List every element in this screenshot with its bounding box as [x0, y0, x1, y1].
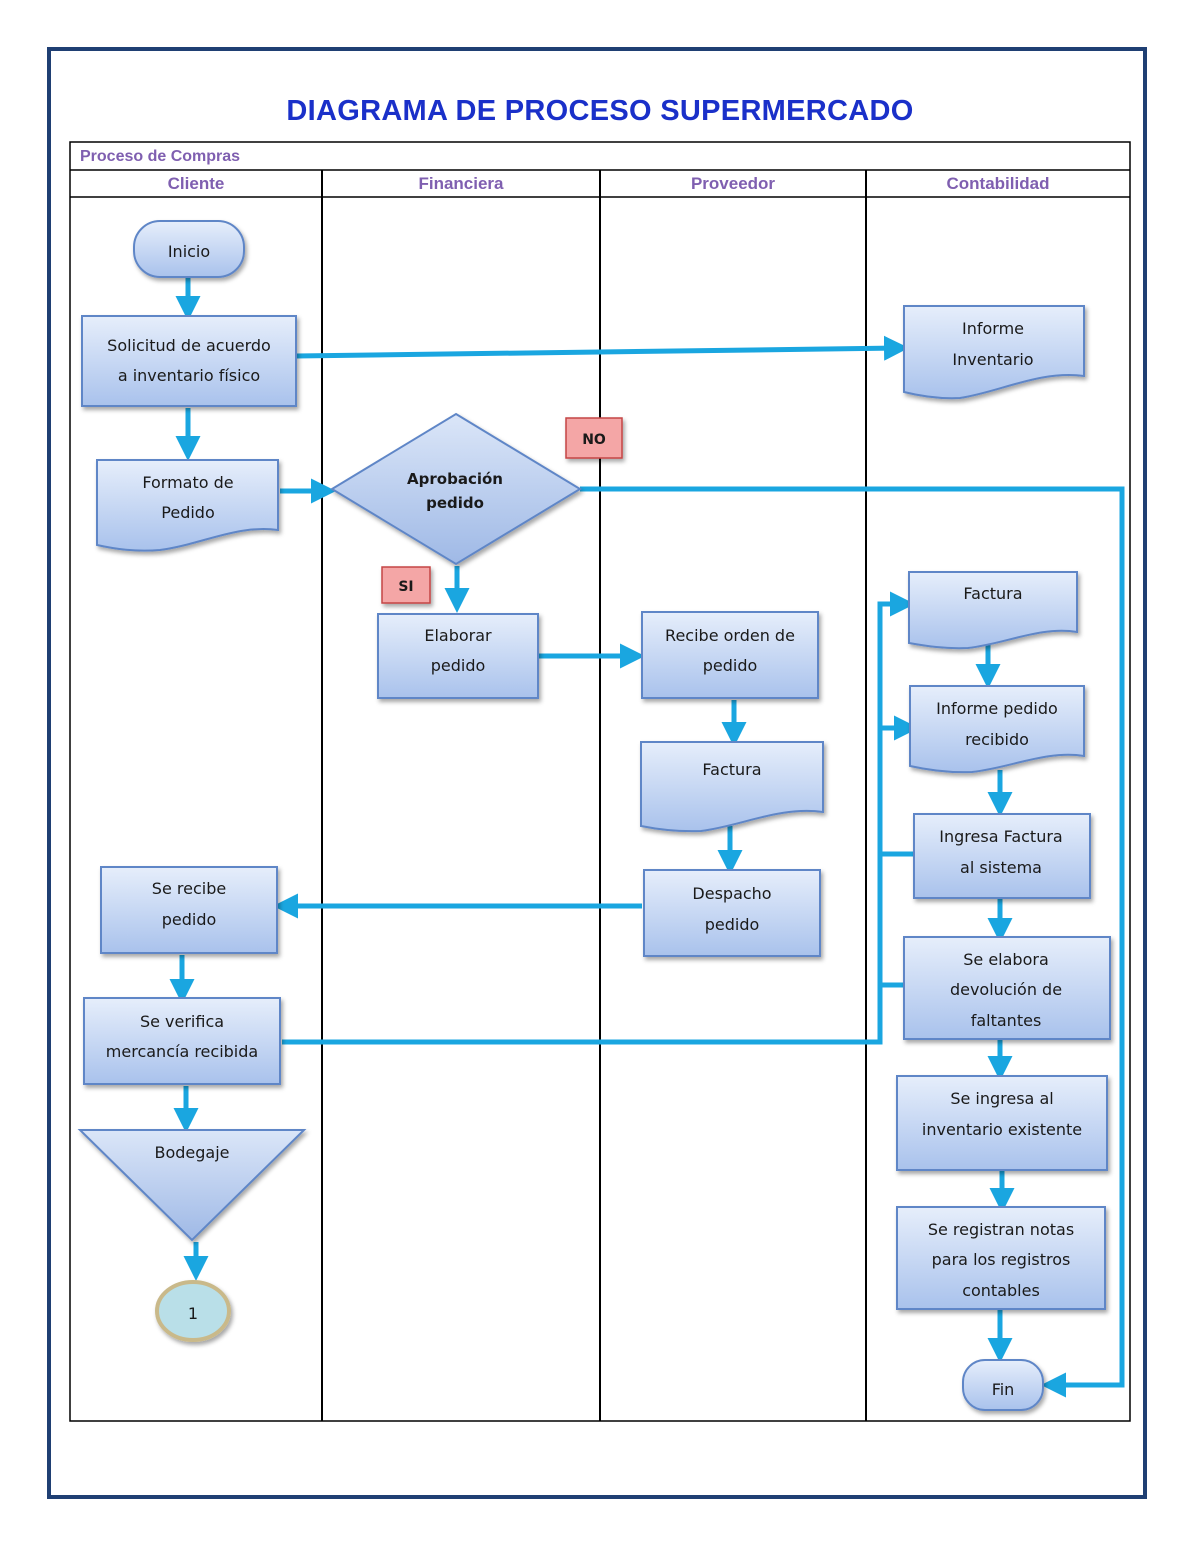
lane-contabilidad: Contabilidad	[947, 174, 1050, 193]
lane-proveedor: Proveedor	[691, 174, 775, 193]
despacho-label-1: Despacho	[692, 884, 771, 903]
informe-pedido-document	[909, 685, 1085, 774]
se-verifica-label-1: Se verifica	[140, 1012, 224, 1031]
registran-notas-label-1: Se registran notas	[928, 1220, 1074, 1239]
formato-pedido-label-1: Formato de	[142, 473, 233, 492]
solicitud-label-2: a inventario físico	[118, 366, 260, 385]
page-connector-label: 1	[188, 1304, 198, 1323]
page-connector	[155, 1280, 231, 1342]
bodegaje-merge	[77, 1129, 307, 1242]
elaborar-label-1: Elaborar	[424, 626, 492, 645]
lane-financiera: Financiera	[418, 174, 504, 193]
lane-cliente: Cliente	[168, 174, 225, 193]
tag-no-label: NO	[582, 432, 606, 448]
fin-terminal	[962, 1359, 1044, 1411]
factura-contab-document	[908, 571, 1078, 650]
informe-pedido-label-2: recibido	[965, 730, 1029, 749]
inicio-label: Inicio	[168, 242, 210, 261]
aprobacion-label-2: pedido	[426, 494, 484, 512]
informe-pedido-label-1: Informe pedido	[936, 699, 1058, 718]
connector-lines	[169, 278, 1125, 1398]
factura-proveedor-document	[640, 741, 824, 833]
aprobacion-decision	[330, 412, 582, 566]
factura-proveedor-label: Factura	[702, 760, 761, 779]
recibe-orden-label-2: pedido	[703, 656, 758, 675]
formato-pedido-document	[96, 459, 279, 552]
factura-contab-label: Factura	[963, 584, 1022, 603]
se-recibe-label-2: pedido	[162, 910, 217, 929]
ingresa-factura-label-1: Ingresa Factura	[939, 827, 1062, 846]
se-recibe-label-1: Se recibe	[152, 879, 226, 898]
se-verifica-label-2: mercancía recibida	[106, 1042, 258, 1061]
informe-inventario-label-1: Informe	[962, 319, 1024, 338]
devolucion-label-3: faltantes	[971, 1011, 1042, 1030]
fin-label: Fin	[992, 1380, 1015, 1399]
tag-si	[381, 566, 431, 604]
se-verifica-process	[83, 997, 281, 1085]
arrow-no-fin	[580, 486, 1125, 1398]
swimlane-table	[69, 141, 1131, 1422]
diagram-title: DIAGRAMA DE PROCESO SUPERMERCADO	[286, 95, 914, 127]
informe-inventario-label-2: Inventario	[952, 350, 1033, 369]
arrow-solicitud-informe	[295, 335, 909, 361]
ingresa-inventario-label-2: inventario existente	[922, 1120, 1082, 1139]
despacho-process	[643, 869, 821, 957]
inicio-terminal	[133, 220, 245, 278]
elaborar-process	[377, 613, 539, 699]
registran-notas-label-3: contables	[962, 1281, 1040, 1300]
recibe-orden-label-1: Recibe orden de	[665, 626, 795, 645]
tag-si-label: SI	[398, 579, 413, 595]
se-recibe-process	[100, 866, 278, 954]
ingresa-factura-process	[913, 813, 1091, 899]
arrow-verifica-factura	[282, 591, 915, 1045]
registran-notas-label-2: para los registros	[932, 1250, 1071, 1269]
formato-pedido-label-2: Pedido	[161, 503, 214, 522]
solicitud-label-1: Solicitud de acuerdo	[107, 336, 271, 355]
ingresa-inventario-label-1: Se ingresa al	[950, 1089, 1053, 1108]
devolucion-label-1: Se elabora	[963, 950, 1049, 969]
bodegaje-label: Bodegaje	[154, 1143, 229, 1162]
page-frame	[47, 47, 1147, 1499]
solicitud-process	[81, 315, 297, 407]
tag-no	[565, 417, 623, 459]
recibe-orden-process	[641, 611, 819, 699]
elaborar-label-2: pedido	[431, 656, 486, 675]
ingresa-inventario-process	[896, 1075, 1108, 1171]
process-name: Proceso de Compras	[80, 148, 240, 165]
devolucion-label-2: devolución de	[950, 980, 1062, 999]
devolucion-process	[903, 936, 1111, 1040]
ingresa-factura-label-2: al sistema	[960, 858, 1042, 877]
informe-inventario-document	[903, 305, 1085, 400]
despacho-label-2: pedido	[705, 915, 760, 934]
aprobacion-label-1: Aprobación	[407, 470, 503, 488]
registran-notas-process	[896, 1206, 1106, 1310]
